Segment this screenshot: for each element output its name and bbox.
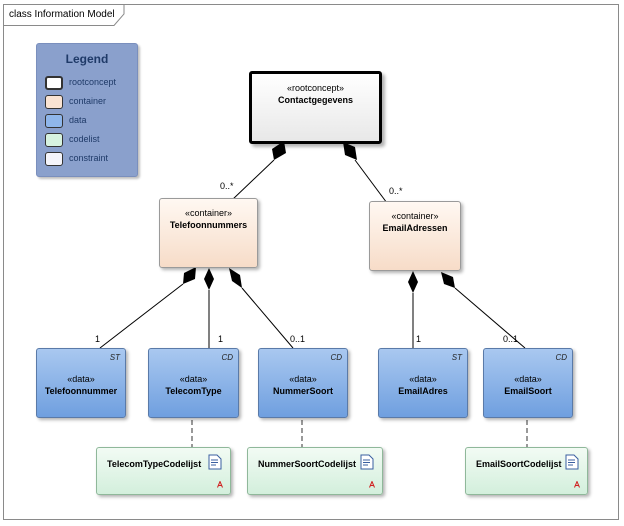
document-icon bbox=[208, 454, 222, 470]
legend-swatch bbox=[45, 152, 63, 166]
abstract-marker-icon bbox=[217, 481, 223, 488]
multiplicity-emailsoort: 0..1 bbox=[503, 334, 519, 344]
connector-emailsoort bbox=[454, 287, 526, 349]
abstract-marker-icon bbox=[369, 481, 375, 488]
connector-nummersoort bbox=[241, 287, 294, 349]
multiplicity-emailadressen: 0..* bbox=[389, 186, 403, 196]
class-contactgegevens[interactable]: «rootconcept» Contactgegevens bbox=[249, 71, 382, 144]
class-emailadres[interactable]: ST «data» EmailAdres bbox=[378, 348, 468, 418]
abstract-marker-icon bbox=[574, 481, 580, 488]
class-telecomtypecodelijst[interactable]: TelecomTypeCodelijst bbox=[96, 447, 231, 495]
multiplicity-emailadres: 1 bbox=[416, 334, 422, 344]
document-icon bbox=[360, 454, 374, 470]
composition-diamond bbox=[272, 141, 286, 160]
legend-swatch bbox=[45, 114, 63, 128]
document-icon bbox=[565, 454, 579, 470]
class-telefoonnummer[interactable]: ST «data» Telefoonnummer bbox=[36, 348, 126, 418]
class-nummersoortcodelijst[interactable]: NummerSoortCodelijst bbox=[247, 447, 383, 495]
diagram-title-tab bbox=[3, 4, 125, 26]
class-emailadressen[interactable]: «container» EmailAdressen bbox=[369, 201, 461, 271]
composition-diamond bbox=[408, 271, 418, 293]
legend-swatch bbox=[45, 95, 63, 109]
class-nummersoort[interactable]: CD «data» NummerSoort bbox=[258, 348, 348, 418]
composition-diamond bbox=[229, 268, 242, 288]
legend-title: Legend bbox=[65, 52, 109, 66]
class-telecomtype[interactable]: CD «data» TelecomType bbox=[148, 348, 239, 418]
legend-swatch bbox=[45, 76, 63, 90]
connector-emailadressen bbox=[354, 159, 388, 204]
connector-telefoonnummer bbox=[99, 283, 184, 349]
composition-diamond bbox=[183, 267, 196, 284]
diagram-title: class Information Model bbox=[9, 9, 115, 20]
multiplicity-telecomtype: 1 bbox=[218, 334, 224, 344]
multiplicity-telefoonnummers: 0..* bbox=[220, 181, 234, 191]
legend-swatch bbox=[45, 133, 63, 147]
multiplicity-nummersoort: 0..1 bbox=[290, 334, 306, 344]
class-telefoonnummers[interactable]: «container» Telefoonnummers bbox=[159, 198, 258, 268]
class-emailsoortcodelijst[interactable]: EmailSoortCodelijst bbox=[465, 447, 588, 495]
composition-diamond bbox=[204, 268, 214, 290]
composition-diamond bbox=[343, 142, 357, 160]
legend: Legend rootconcept container data codeli… bbox=[36, 43, 138, 177]
multiplicity-telefoonnummer: 1 bbox=[95, 334, 101, 344]
composition-diamond bbox=[441, 272, 455, 288]
connector-telefoonnummers bbox=[231, 159, 275, 201]
class-emailsoort[interactable]: CD «data» EmailSoort bbox=[483, 348, 573, 418]
